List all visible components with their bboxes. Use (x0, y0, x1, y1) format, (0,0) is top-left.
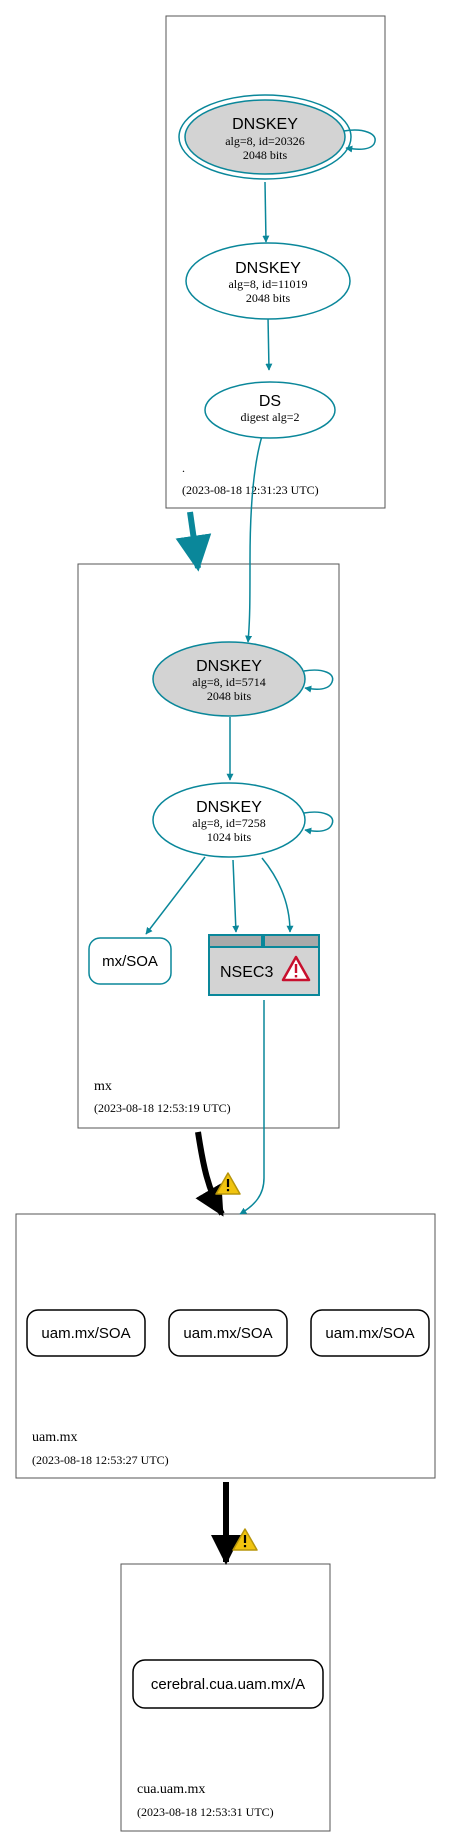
zone-uam-name: uam.mx (32, 1430, 78, 1445)
edge-root-ksk-to-zsk (262, 181, 270, 243)
self-loop-icon (303, 669, 334, 693)
node-uam-soa-3: uam.mx/SOA (310, 1309, 430, 1357)
node-root-ksk: DNSKEY alg=8, id=20326 2048 bits (178, 94, 352, 180)
node-title: DNSKEY (235, 260, 301, 277)
warning-icon (281, 955, 311, 982)
node-title: DNSKEY (232, 116, 298, 133)
node-mx-nsec3: NSEC3 (208, 934, 320, 996)
zone-root-name: . (182, 461, 185, 475)
edge-ds-to-mx-ksk (245, 435, 263, 643)
node-title: DS (259, 393, 281, 410)
node-mx-ksk: DNSKEY alg=8, id=5714 2048 bits (152, 641, 306, 717)
self-loop-icon (303, 811, 334, 835)
node-detail: alg=8, id=5714 (192, 675, 266, 689)
node-mx-soa: mx/SOA (88, 937, 172, 985)
zone-cua-timestamp: (2023-08-18 12:53:31 UTC) (137, 1805, 274, 1819)
zone-root: . (2023-08-18 12:31:23 UTC) (165, 15, 386, 509)
node-mx-zsk: DNSKEY alg=8, id=7258 1024 bits (152, 782, 306, 858)
zone-cua-name: cua.uam.mx (137, 1782, 205, 1797)
edge-delegation-root-mx (175, 511, 212, 572)
zone-uam: uam.mx (2023-08-18 12:53:27 UTC) (15, 1213, 436, 1479)
node-detail: alg=8, id=7258 (192, 816, 266, 830)
zone-mx-timestamp: (2023-08-18 12:53:19 UTC) (94, 1101, 231, 1115)
node-uam-soa-1: uam.mx/SOA (26, 1309, 146, 1357)
node-label: uam.mx/SOA (183, 1325, 272, 1342)
node-bits: 1024 bits (207, 830, 252, 844)
node-detail: alg=8, id=11019 (228, 277, 307, 291)
node-label: NSEC3 (220, 964, 273, 981)
node-detail: digest alg=2 (240, 410, 299, 424)
node-bits: 2048 bits (207, 689, 252, 703)
node-bits: 2048 bits (246, 291, 291, 305)
edge-mx-zsk-to-nsec3-a (232, 859, 240, 933)
edge-nsec3-to-uam (239, 1000, 265, 1215)
zone-uam-timestamp: (2023-08-18 12:53:27 UTC) (32, 1453, 169, 1467)
warning-icon (232, 1528, 258, 1551)
node-title: DNSKEY (196, 658, 262, 675)
zone-root-timestamp: (2023-08-18 12:31:23 UTC) (182, 483, 319, 497)
self-loop-icon (343, 129, 376, 153)
edge-mx-zsk-to-nsec3-b (261, 857, 294, 933)
node-label: uam.mx/SOA (325, 1325, 414, 1342)
node-root-zsk: DNSKEY alg=8, id=11019 2048 bits (185, 242, 351, 320)
warning-icon (215, 1172, 241, 1195)
node-cua-a: cerebral.cua.uam.mx/A (132, 1659, 324, 1709)
node-label: mx/SOA (102, 953, 158, 970)
node-bits: 2048 bits (243, 148, 288, 162)
node-detail: alg=8, id=20326 (225, 134, 305, 148)
node-uam-soa-2: uam.mx/SOA (168, 1309, 288, 1357)
node-label: uam.mx/SOA (41, 1325, 130, 1342)
node-label: cerebral.cua.uam.mx/A (151, 1676, 305, 1693)
edge-delegation-mx-uam (195, 1131, 225, 1217)
zone-mx-name: mx (94, 1079, 112, 1094)
node-title: DNSKEY (196, 799, 262, 816)
node-mx-ds: DS digest alg=2 (204, 381, 336, 439)
edge-mx-zsk-to-soa (145, 856, 206, 935)
edge-root-zsk-to-ds (265, 316, 273, 371)
